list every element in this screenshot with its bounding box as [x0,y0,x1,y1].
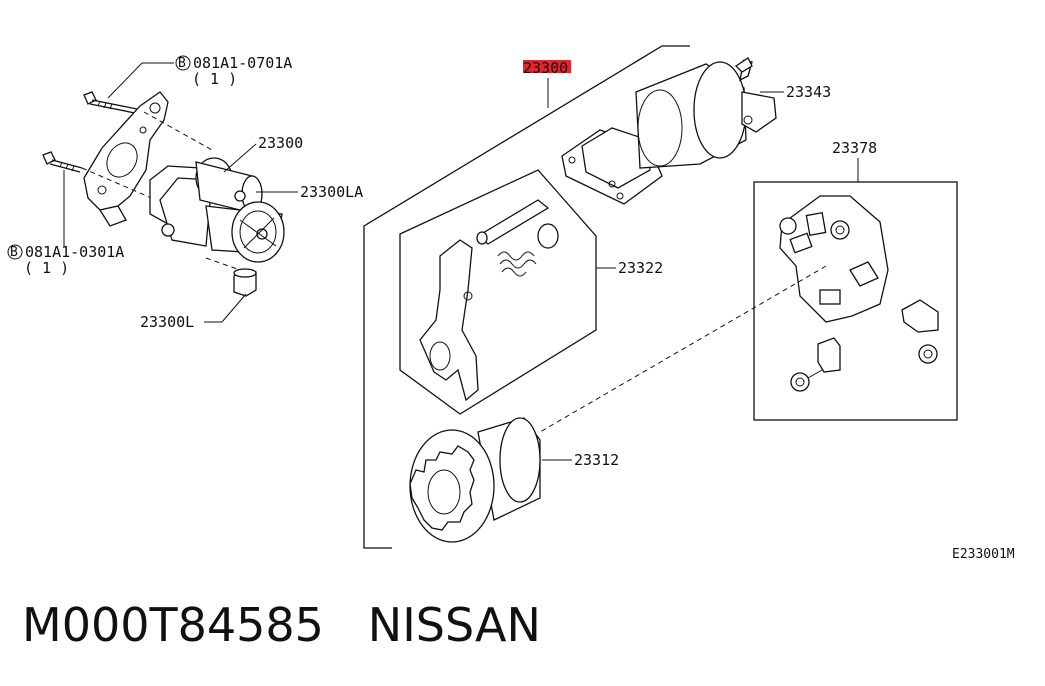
lever-set-box [399,169,597,415]
bolt-bottom-drawing [42,151,83,173]
bolt-marker-bottom: B [10,245,18,260]
bolt-top-label: 081A1-0701A [193,54,292,72]
assembly-label-highlight [523,60,571,73]
footer: M000T84585 NISSAN [22,598,541,652]
assembly-label: 23300 [523,59,568,77]
diagram-code: E233001M [952,547,1015,562]
bolt-top-drawing [83,91,143,115]
lever-set-drawing [419,199,559,402]
brush-holder-connector [539,265,827,433]
bolt-bottom-qty: ( 1 ) [24,259,69,277]
footer-brand: NISSAN [367,598,541,652]
pinion-drawing [409,417,541,543]
starter-la-label: 23300LA [300,183,363,201]
brush-holder-drawing [779,195,939,392]
lever-set-label: 23322 [618,259,663,277]
starter-label: 23300 [258,134,303,152]
bolt-bottom-label: 081A1-0301A [25,243,124,261]
brush-holder-box [753,181,958,421]
pinion-label: 23312 [574,451,619,469]
bolt-top-callout: B 081A1-0701A ( 1 ) [175,54,292,88]
starter-l-label: 23300L [140,313,194,331]
assembly-bracket-frame [363,45,690,549]
bolt-marker-top: B [178,56,186,71]
bolt-bottom-callout: B 081A1-0301A ( 1 ) [7,243,124,277]
starter-motor-assembly [42,91,285,297]
footer-part-number: M000T84585 [22,598,324,652]
solenoid-drawing [561,57,777,205]
cap-23300L-drawing [233,268,257,297]
bolt-top-qty: ( 1 ) [192,70,237,88]
solenoid-label: 23343 [786,83,831,101]
brush-holder-label: 23378 [832,139,877,157]
